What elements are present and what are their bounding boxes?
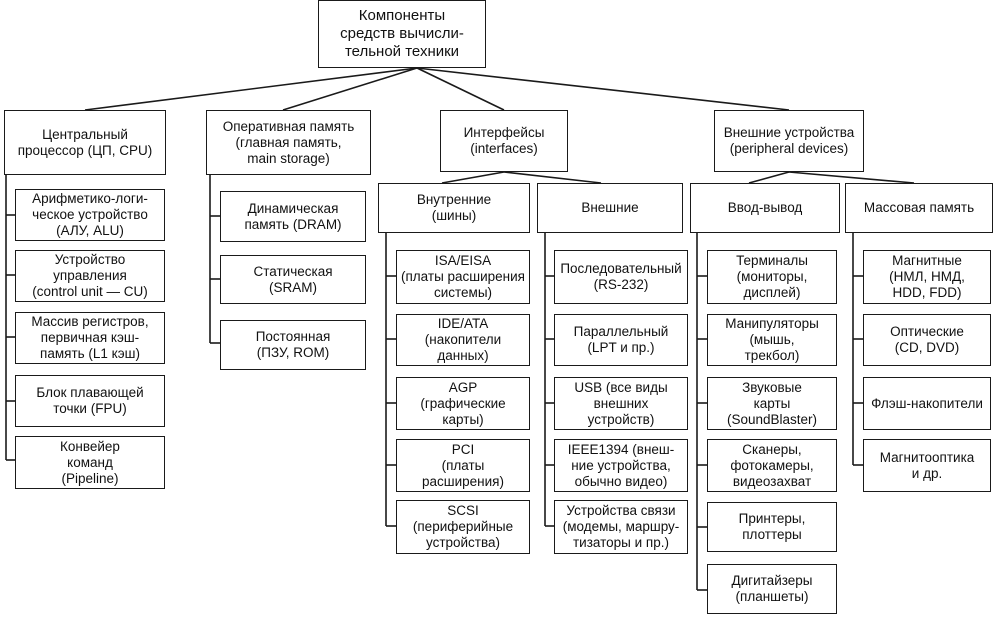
external-item: IEEE1394 (внеш- ние устройства, обычно в…	[554, 439, 688, 492]
external-node: Внешние	[537, 183, 683, 233]
internal-item-label: ISA/EISA (платы расширения системы)	[401, 253, 525, 300]
internal-item: SCSI (периферийные устройства)	[396, 500, 530, 554]
external-item-label: IEEE1394 (внеш- ние устройства, обычно в…	[567, 441, 675, 489]
io-item: Дигитайзеры (планшеты)	[707, 564, 837, 614]
external-item: USB (все виды внешних устройств)	[554, 377, 688, 430]
interfaces-node: Интерфейсы (interfaces)	[440, 110, 568, 172]
ram-node: Оперативная память (главная память, main…	[206, 110, 371, 175]
cpu-item-label: Арифметико-логи- ческое устройство (АЛУ,…	[32, 191, 148, 238]
cpu-item-label: Блок плавающей точки (FPU)	[36, 385, 144, 416]
internal-item: PCI (платы расширения)	[396, 439, 530, 492]
io-item: Манипуляторы (мышь, трекбол)	[707, 314, 837, 366]
mass-storage-item-label: Флэш-накопители	[871, 395, 983, 411]
peripheral-node: Внешние устройства (peripheral devices)	[714, 110, 864, 172]
ram-item: Динамическая память (DRAM)	[220, 191, 366, 242]
external-item-label: Последовательный (RS-232)	[560, 261, 682, 292]
cpu-label: Центральный процессор (ЦП, CPU)	[17, 126, 153, 158]
cpu-item: Устройство управления (control unit — CU…	[15, 250, 165, 302]
internal-item-label: PCI (платы расширения)	[422, 441, 504, 489]
io-item: Звуковые карты (SoundBlaster)	[707, 377, 837, 430]
io-item-label: Звуковые карты (SoundBlaster)	[726, 379, 818, 427]
io-item: Принтеры, плоттеры	[707, 502, 837, 552]
external-item: Параллельный (LPT и пр.)	[554, 314, 688, 366]
io-item: Сканеры, фотокамеры, видеозахват	[707, 439, 837, 492]
mass-storage-item-label: Оптические (CD, DVD)	[890, 324, 964, 355]
root-node: Компоненты средств вычисли- тельной техн…	[318, 0, 486, 68]
cpu-item: Массив регистров, первичная кэш- память …	[15, 312, 165, 364]
ram-item-label: Статическая (SRAM)	[253, 263, 333, 295]
cpu-item: Конвейер команд (Pipeline)	[15, 436, 165, 489]
internal-item: AGP (графические карты)	[396, 377, 530, 430]
external-label: Внешние	[581, 200, 639, 215]
internal-item-label: IDE/ATA (накопители данных)	[424, 316, 502, 363]
external-item-label: Параллельный (LPT и пр.)	[573, 324, 669, 355]
internal-node: Внутренние (шины)	[378, 183, 530, 233]
cpu-item: Арифметико-логи- ческое устройство (АЛУ,…	[15, 189, 165, 241]
interfaces-label: Интерфейсы (interfaces)	[463, 125, 545, 156]
cpu-item: Блок плавающей точки (FPU)	[15, 375, 165, 427]
io-item-label: Дигитайзеры (планшеты)	[731, 573, 813, 604]
mass-storage-item: Магнитооптика и др.	[863, 439, 991, 492]
io-item: Терминалы (мониторы, дисплей)	[707, 250, 837, 304]
internal-item: ISA/EISA (платы расширения системы)	[396, 250, 530, 304]
root-label: Компоненты средств вычисли- тельной техн…	[340, 7, 464, 60]
cpu-item-label: Массив регистров, первичная кэш- память …	[31, 314, 149, 361]
io-item-label: Принтеры, плоттеры	[738, 511, 806, 542]
io-node: Ввод-вывод	[690, 183, 840, 233]
mass-storage-label: Массовая память	[863, 200, 975, 215]
external-item-label: USB (все виды внешних устройств)	[574, 379, 668, 427]
internal-item: IDE/ATA (накопители данных)	[396, 314, 530, 366]
mass-storage-item: Магнитные (НМЛ, НМД, HDD, FDD)	[863, 250, 991, 304]
mass-storage-item-label: Магнитооптика и др.	[879, 449, 975, 481]
external-item: Последовательный (RS-232)	[554, 250, 688, 304]
mass-storage-item: Оптические (CD, DVD)	[863, 314, 991, 366]
ram-item: Постоянная (ПЗУ, ROM)	[220, 320, 366, 370]
external-item-label: Устройства связи (модемы, маршру- тизато…	[562, 503, 680, 550]
internal-label: Внутренние (шины)	[416, 192, 492, 223]
mass-storage-node: Массовая память	[845, 183, 993, 233]
ram-label: Оперативная память (главная память, main…	[222, 118, 355, 166]
internal-item-label: AGP (графические карты)	[420, 379, 506, 427]
ram-item-label: Динамическая память (DRAM)	[244, 200, 342, 232]
cpu-item-label: Конвейер команд (Pipeline)	[60, 438, 120, 486]
internal-item-label: SCSI (периферийные устройства)	[412, 503, 514, 550]
ram-item: Статическая (SRAM)	[220, 255, 366, 304]
ram-item-label: Постоянная (ПЗУ, ROM)	[255, 329, 331, 360]
mass-storage-item-label: Магнитные (НМЛ, НМД, HDD, FDD)	[889, 253, 965, 300]
cpu-item-label: Устройство управления (control unit — CU…	[32, 252, 148, 299]
io-item-label: Сканеры, фотокамеры, видеозахват	[730, 441, 814, 489]
peripheral-label: Внешние устройства (peripheral devices)	[723, 125, 855, 156]
cpu-node: Центральный процессор (ЦП, CPU)	[4, 110, 166, 175]
io-label: Ввод-вывод	[727, 200, 803, 215]
external-item: Устройства связи (модемы, маршру- тизато…	[554, 500, 688, 554]
io-item-label: Терминалы (мониторы, дисплей)	[736, 253, 808, 300]
io-item-label: Манипуляторы (мышь, трекбол)	[725, 316, 819, 363]
mass-storage-item: Флэш-накопители	[863, 377, 991, 430]
